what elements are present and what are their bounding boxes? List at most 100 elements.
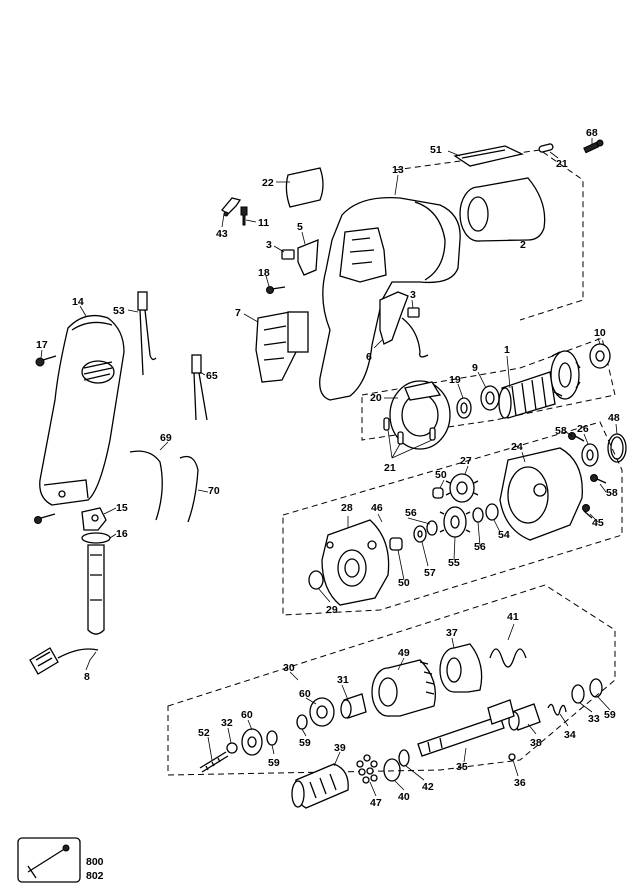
callout-p60a: 60 (299, 688, 311, 700)
callout-p29: 29 (326, 604, 338, 616)
ring-59b (266, 730, 278, 746)
callout-p38: 38 (530, 737, 542, 749)
callout-p33: 33 (588, 713, 600, 725)
side-handle-14 (39, 314, 125, 506)
pin-21 (538, 143, 554, 153)
callout-p14: 14 (72, 296, 84, 308)
wire-70 (179, 455, 199, 523)
gear-60a (309, 697, 335, 727)
clutch-37 (439, 643, 483, 693)
callout-p56b: 56 (474, 541, 486, 553)
callout-p59a: 59 (299, 737, 311, 749)
callout-p20: 20 (370, 392, 382, 404)
callout-p13: 13 (392, 164, 404, 176)
screw-52 (199, 751, 229, 773)
callout-p21a: 21 (556, 158, 568, 170)
callout-p32: 32 (221, 717, 233, 729)
screw-45 (582, 504, 593, 519)
gear-case-24 (499, 447, 583, 541)
label-plate-51 (453, 145, 524, 167)
leader-lines (40, 138, 618, 797)
spring-41 (489, 648, 527, 668)
part-drawings (17, 139, 627, 883)
screw-17 (35, 355, 57, 367)
boundary-armature (361, 337, 616, 441)
callout-p11: 11 (258, 217, 269, 229)
callout-p36: 36 (514, 777, 526, 789)
washer-56b (472, 507, 484, 523)
callout-p6: 6 (366, 351, 372, 363)
callout-p800: 800 (86, 856, 104, 868)
intermediate-plate-28 (321, 519, 390, 606)
callout-p65: 65 (206, 370, 218, 382)
accessory-800-802 (17, 837, 81, 883)
ring-40 (383, 758, 401, 782)
boundary-housing (394, 149, 584, 321)
brush-3b (407, 307, 420, 318)
screw-15b (34, 513, 56, 524)
bearing-57 (413, 525, 427, 543)
ring-59c (589, 678, 603, 698)
callout-p54: 54 (498, 529, 510, 541)
clutch-body-49 (371, 659, 437, 717)
callout-p42: 42 (422, 781, 434, 793)
callout-p52: 52 (198, 727, 210, 739)
callout-p39: 39 (334, 742, 346, 754)
callout-p26: 26 (577, 423, 589, 435)
cord-65 (191, 354, 208, 421)
callout-p57: 57 (424, 567, 436, 579)
spindle-35 (417, 699, 515, 757)
callout-p22: 22 (262, 177, 274, 189)
pins-21b (383, 417, 436, 445)
callout-p5: 5 (297, 221, 303, 233)
bearing-19 (456, 397, 472, 419)
nut-32 (226, 742, 238, 754)
callout-p28: 28 (341, 502, 353, 514)
screw-58b (590, 474, 607, 484)
callout-p68: 68 (586, 127, 598, 139)
pin-50b (389, 537, 403, 551)
clip-43 (221, 197, 242, 217)
spring-34 (547, 703, 567, 716)
callout-p34: 34 (564, 729, 576, 741)
washer-56a (426, 520, 438, 536)
callout-p46: 46 (371, 502, 383, 514)
gear-60b (241, 728, 263, 756)
callout-p30: 30 (283, 662, 295, 674)
callout-p53: 53 (113, 305, 125, 317)
callout-p48: 48 (608, 412, 620, 424)
bracket-5 (297, 239, 319, 276)
callout-p49: 49 (398, 647, 410, 659)
screw-18 (266, 286, 286, 294)
callout-p802: 802 (86, 870, 104, 882)
sleeve-31 (340, 693, 367, 719)
callout-p17: 17 (36, 339, 48, 351)
callout-p47: 47 (370, 797, 382, 809)
callout-p10: 10 (594, 327, 606, 339)
callout-p24: 24 (511, 441, 523, 453)
callout-p59b: 59 (268, 757, 280, 769)
callout-p45: 45 (592, 517, 604, 529)
boundary-clutch (167, 584, 616, 776)
ring-29 (308, 570, 324, 590)
armature-1 (498, 350, 581, 419)
cord-8 (29, 647, 99, 675)
wire-69 (129, 450, 163, 521)
spindle-38 (508, 703, 541, 731)
callout-p60b: 60 (241, 709, 253, 721)
bearing-9 (480, 385, 500, 411)
brush-3a (281, 249, 295, 260)
callout-p18: 18 (258, 267, 270, 279)
callout-p2: 2 (520, 239, 526, 251)
bearing-26 (581, 443, 599, 467)
callout-p58b: 58 (606, 487, 618, 499)
callout-p59c: 59 (604, 709, 616, 721)
washer-33 (571, 684, 585, 704)
callout-p55: 55 (448, 557, 460, 569)
label-22 (285, 167, 324, 208)
callout-p50b: 50 (398, 577, 410, 589)
ring-48 (607, 433, 627, 463)
callout-p58a: 58 (555, 425, 567, 437)
callout-p21b: 21 (384, 462, 396, 474)
